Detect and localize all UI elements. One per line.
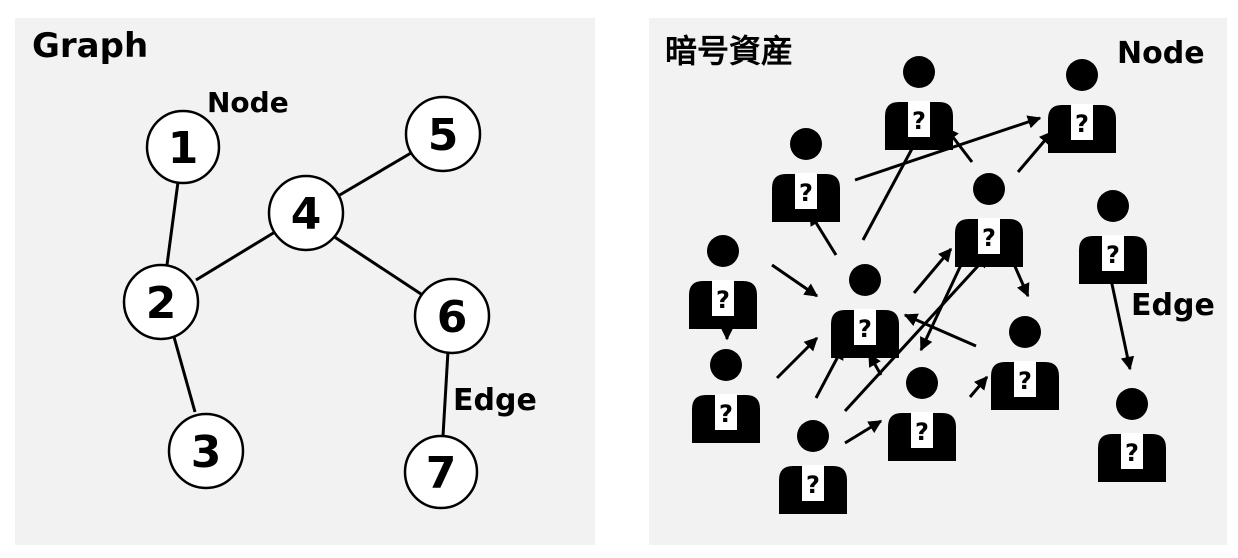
crypto-node-label: Node <box>1117 36 1205 71</box>
crypto-person-node <box>772 128 840 222</box>
crypto-edge <box>771 263 819 298</box>
crypto-edge <box>1016 130 1054 173</box>
crypto-person-node <box>955 173 1023 267</box>
crypto-person-node <box>779 420 847 514</box>
graph-edge-4-5 <box>337 151 412 198</box>
graph-edge-2-4 <box>195 230 276 282</box>
graph-node-label: Node <box>207 86 289 119</box>
crypto-title: 暗号資産 <box>665 32 794 70</box>
graph-panel <box>15 18 595 545</box>
crypto-edge <box>861 130 923 241</box>
graph-node-1 <box>145 109 221 185</box>
person-question-mark: ? <box>858 315 872 343</box>
graph-node-4-label: 4 <box>291 189 322 240</box>
graph-node-6-label: 6 <box>437 292 468 343</box>
graph-node-5-label: 5 <box>428 110 459 161</box>
graph-node-2-label: 2 <box>146 278 177 329</box>
graph-node-1-label: 1 <box>168 123 199 174</box>
graph-node-5 <box>404 95 482 173</box>
person-question-mark: ? <box>719 400 733 428</box>
graph-edge-label: Edge <box>453 383 537 418</box>
crypto-edge <box>1107 269 1135 371</box>
graph-title: Graph <box>32 26 149 66</box>
person-question-mark: ? <box>1106 241 1120 269</box>
crypto-person-node <box>1048 59 1116 153</box>
graph-node-2 <box>122 263 200 341</box>
person-question-mark: ? <box>1075 110 1089 138</box>
person-question-mark: ? <box>1125 439 1139 467</box>
crypto-person-node <box>885 56 953 150</box>
graph-node-3 <box>167 412 245 490</box>
crypto-person-node <box>689 235 757 329</box>
graph-node-4 <box>267 174 345 252</box>
person-question-mark: ? <box>799 179 813 207</box>
graph-node-6 <box>413 277 491 355</box>
person-question-mark: ? <box>1018 367 1032 395</box>
crypto-edge <box>903 313 977 348</box>
crypto-person-node <box>692 349 760 443</box>
crypto-person-node <box>1079 190 1147 284</box>
crypto-person-node <box>1098 388 1166 482</box>
crypto-edge <box>843 253 990 413</box>
graph-edge-1-2 <box>165 181 180 266</box>
person-question-mark: ? <box>982 224 996 252</box>
crypto-edge <box>912 247 953 294</box>
crypto-person-node <box>888 367 956 461</box>
crypto-edge-label: Edge <box>1131 288 1215 323</box>
person-question-mark: ? <box>915 418 929 446</box>
graph-edge-2-3 <box>172 336 197 413</box>
crypto-edge <box>775 336 819 380</box>
crypto-edge <box>968 375 989 398</box>
person-question-mark: ? <box>912 107 926 135</box>
person-question-mark: ? <box>806 471 820 499</box>
person-question-mark: ? <box>716 286 730 314</box>
graph-node-7-label: 7 <box>426 448 457 499</box>
graph-node-3-label: 3 <box>191 427 222 478</box>
crypto-edge <box>844 419 883 445</box>
graph-edge-4-6 <box>332 234 422 296</box>
crypto-person-node <box>831 264 899 358</box>
crypto-person-node <box>991 316 1059 410</box>
graph-node-7 <box>403 434 479 510</box>
graph-edge-6-7 <box>441 350 450 437</box>
